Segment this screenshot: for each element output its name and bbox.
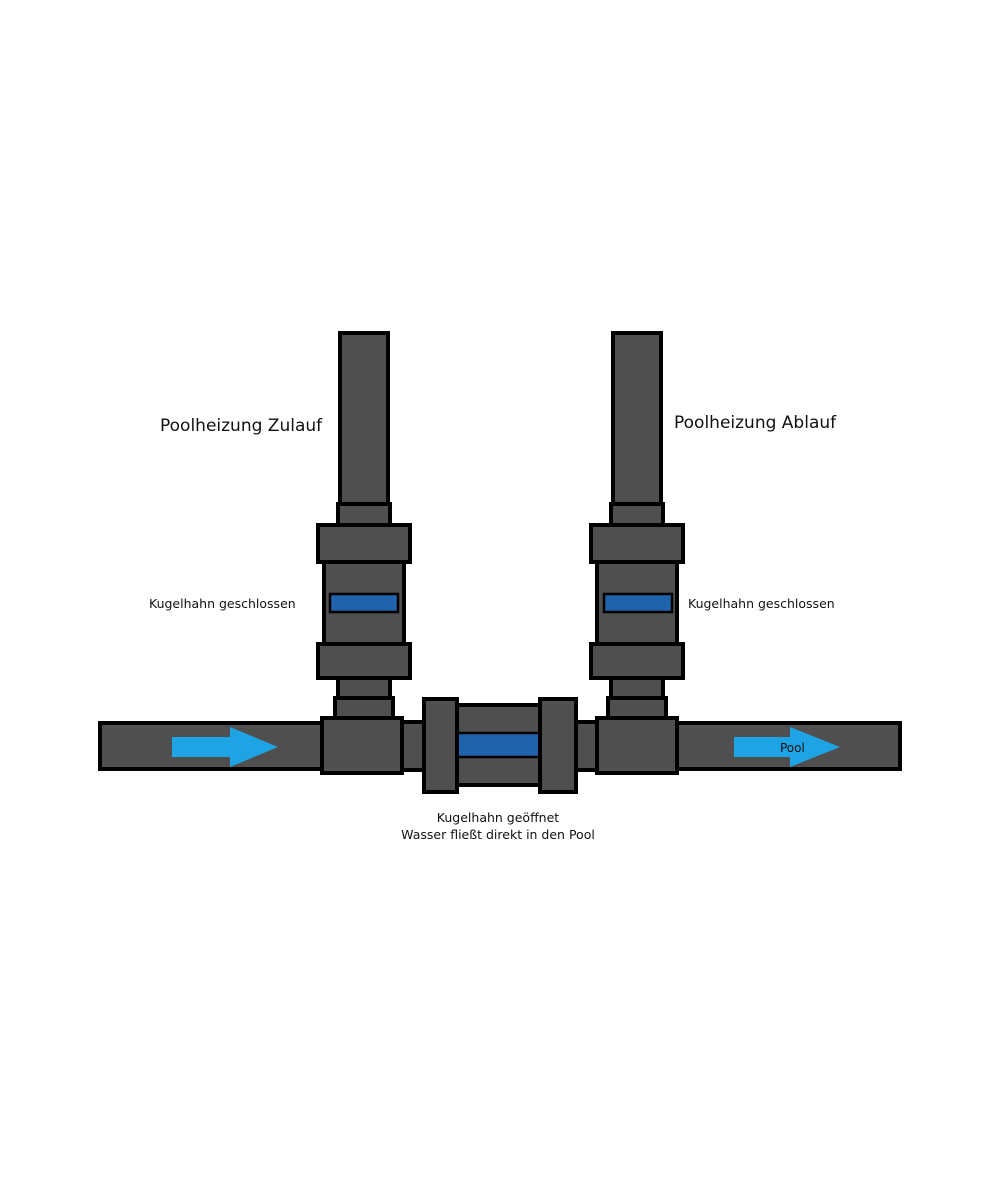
bypass-valve [400,697,599,794]
valve-middle-label: Kugelhahn geöffnet [437,810,559,825]
flow-arrow-out-icon [734,727,840,767]
valve-right-handle[interactable] [602,592,674,614]
valve-middle-description: Wasser fließt direkt in den Pool [401,827,595,842]
valve-cap-bottom [316,642,412,680]
outlet-branch [589,331,685,775]
valve-right-label: Kugelhahn geschlossen [688,596,835,611]
flow-arrow-in-icon [172,727,278,767]
inlet-pipe [338,331,390,507]
inlet-label: Poolheizung Zulauf [160,416,323,436]
pool-arrow-label: Pool [780,741,805,755]
valve-cap-top [316,523,412,564]
valve-middle-handle[interactable] [455,731,542,759]
outlet-pipe [611,331,663,507]
valve-left-handle[interactable] [328,592,400,614]
valve-left-label: Kugelhahn geschlossen [149,596,296,611]
outlet-label: Poolheizung Ablauf [674,413,837,433]
inlet-branch [316,331,412,775]
tee-left [320,716,404,775]
tee-right [595,716,679,775]
